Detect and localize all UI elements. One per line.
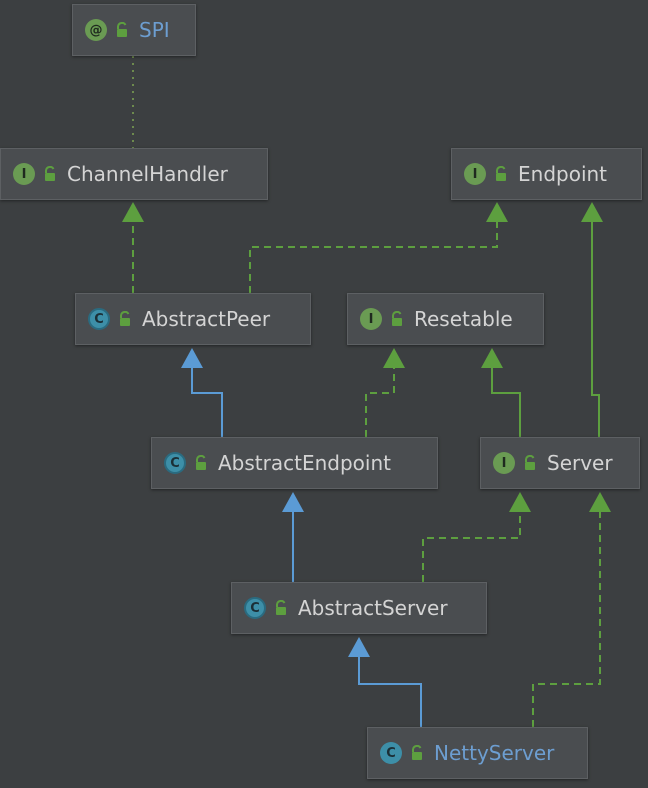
node-netty-server-label: NettyServer (434, 741, 555, 765)
lock-icon (120, 311, 130, 326)
node-endpoint[interactable]: I Endpoint (451, 148, 642, 200)
arrowhead-endpoint-left (486, 202, 508, 222)
interface-icon: I (360, 308, 382, 330)
arrowhead-resetable-right (481, 348, 503, 368)
interface-icon: I (13, 163, 35, 185)
arrowhead-abstractendpoint (282, 492, 304, 512)
lock-icon (196, 455, 206, 470)
lock-icon (276, 600, 286, 615)
arrowhead-server-right (589, 492, 611, 512)
lock-icon (525, 455, 535, 470)
edge-abstractpeer-endpoint (249, 222, 498, 293)
node-spi[interactable]: @ SPI (72, 4, 196, 56)
interface-icon: I (493, 452, 515, 474)
node-endpoint-label: Endpoint (518, 162, 608, 186)
edge-nettyserver-server (532, 512, 601, 727)
lock-icon (496, 166, 506, 181)
node-resetable[interactable]: I Resetable (347, 293, 544, 345)
arrowhead-abstractpeer (181, 348, 203, 368)
node-channel-handler[interactable]: I ChannelHandler (0, 148, 268, 200)
arrowhead-server-left (509, 492, 531, 512)
node-netty-server[interactable]: C NettyServer (367, 727, 588, 779)
node-abstract-server-label: AbstractServer (298, 596, 448, 620)
edge-nettyserver-abstractserver (358, 657, 422, 727)
class-icon: C (380, 742, 402, 764)
node-abstract-peer[interactable]: C AbstractPeer (75, 293, 311, 345)
interface-icon: I (464, 163, 486, 185)
node-server[interactable]: I Server (480, 437, 640, 489)
lock-icon (392, 311, 402, 326)
arrowhead-abstractserver (348, 637, 370, 657)
node-abstract-server[interactable]: C AbstractServer (231, 582, 487, 634)
node-resetable-label: Resetable (414, 307, 513, 331)
edge-abstractserver-server (422, 512, 521, 582)
node-server-label: Server (547, 451, 613, 475)
edge-abstractendpoint-resetable (365, 368, 395, 437)
arrowhead-channelhandler (122, 202, 144, 222)
arrowhead-endpoint-right (581, 202, 603, 222)
node-channel-handler-label: ChannelHandler (67, 162, 228, 186)
edge-server-endpoint (591, 222, 600, 437)
node-abstract-endpoint-label: AbstractEndpoint (218, 451, 391, 475)
edge-server-resetable (491, 368, 521, 437)
node-spi-label: SPI (139, 18, 170, 42)
arrowhead-resetable-left (383, 348, 405, 368)
abstract-class-icon: C (164, 452, 186, 474)
lock-icon (412, 745, 422, 760)
annotation-icon: @ (85, 19, 107, 41)
edge-abstractendpoint-abstractpeer (191, 368, 223, 437)
abstract-class-icon: C (88, 308, 110, 330)
lock-icon (45, 166, 55, 181)
node-abstract-endpoint[interactable]: C AbstractEndpoint (151, 437, 438, 489)
node-abstract-peer-label: AbstractPeer (142, 307, 271, 331)
abstract-class-icon: C (244, 597, 266, 619)
lock-icon (117, 22, 127, 37)
